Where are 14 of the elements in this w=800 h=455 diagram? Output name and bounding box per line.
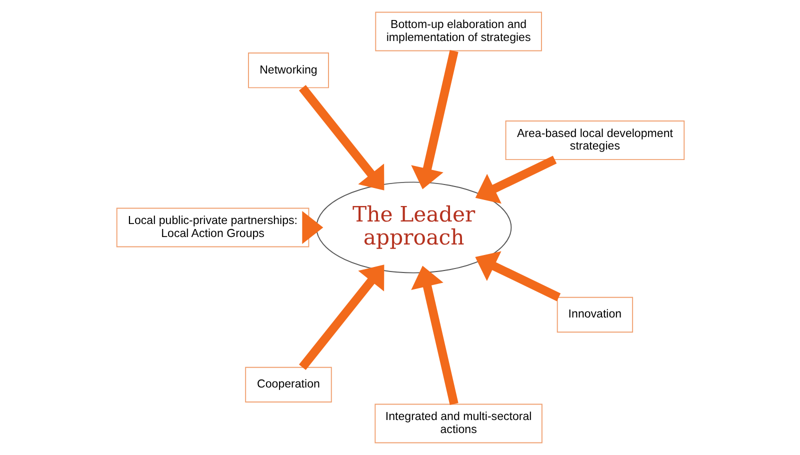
node-box: Area-based local development strategies [504,120,684,160]
node-box: Bottom-up elaboration and implementation of strategies [374,12,542,52]
arrow [474,251,560,302]
arrow [410,50,458,190]
node-box: Innovation [556,296,633,333]
arrow [410,266,458,405]
node-box: Integrated and multi-sectoral actions [374,404,542,444]
node-ellipse: The Leader approach [315,182,512,274]
node-box: Cooperation [244,366,332,403]
arrow [298,264,384,370]
arrow [298,85,384,190]
node-box: Networking [247,52,328,88]
arrow [474,156,556,204]
arrow [302,210,323,244]
